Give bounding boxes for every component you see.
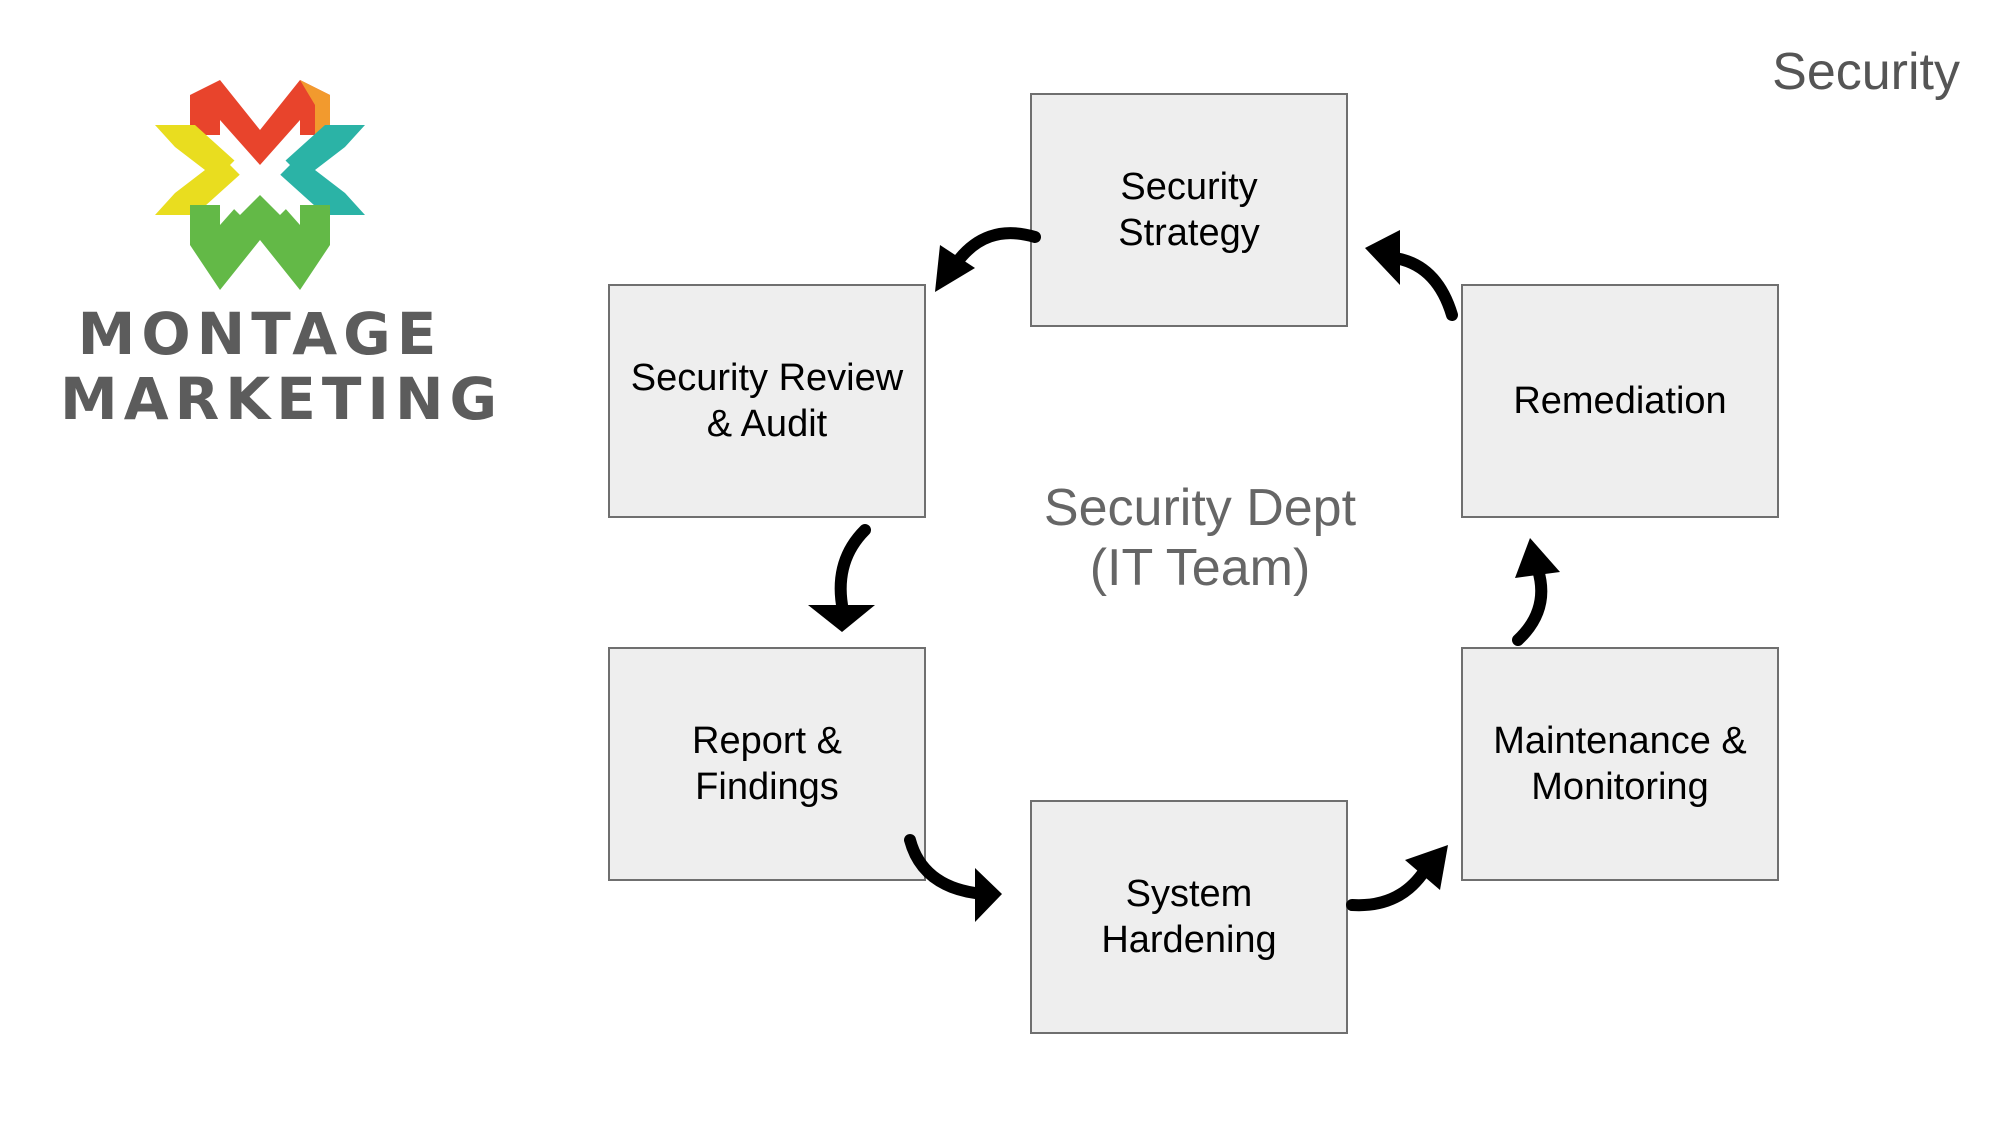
node-report-findings: Report & Findings [608, 647, 926, 881]
arrow-review-to-report-head [808, 605, 875, 632]
arrow-maintenance-to-remediation-head [1515, 538, 1560, 578]
center-label: Security Dept (IT Team) [1043, 479, 1357, 597]
node-label: Security Strategy [1118, 166, 1260, 254]
arrow-strategy-to-review-head [935, 245, 975, 292]
arrow-hardening-to-maintenance [1346, 864, 1431, 912]
node-security-review-audit: Security Review & Audit [608, 284, 926, 518]
node-maintenance-monitoring: Maintenance & Monitoring [1461, 647, 1779, 881]
company-logo: MONTAGE MARKETING [60, 75, 504, 435]
node-label: Remediation [1513, 380, 1727, 422]
arrow-hardening-to-maintenance-head [1405, 845, 1448, 890]
node-label: Security Review & Audit [630, 357, 904, 445]
node-label: System Hardening [1101, 873, 1277, 961]
arrow-strategy-to-review [949, 227, 1041, 271]
node-system-hardening: System Hardening [1030, 800, 1348, 1034]
arrow-maintenance-to-remediation [1512, 564, 1548, 646]
logo-star-icon [155, 80, 365, 290]
arrow-remediation-to-strategy-head [1365, 230, 1400, 285]
slide-title: Security [1772, 43, 1960, 101]
node-label: Report & Findings [692, 720, 842, 808]
node-remediation: Remediation [1461, 284, 1779, 518]
node-label: Maintenance & Monitoring [1493, 720, 1747, 808]
arrow-report-to-hardening-head [975, 868, 1002, 922]
arrow-remediation-to-strategy [1389, 252, 1458, 321]
node-security-strategy: Security Strategy [1030, 93, 1348, 327]
arrow-review-to-report [834, 524, 871, 611]
logo-text-line-2: MARKETING [60, 365, 504, 433]
logo-text-line-1: MONTAGE [77, 300, 443, 368]
